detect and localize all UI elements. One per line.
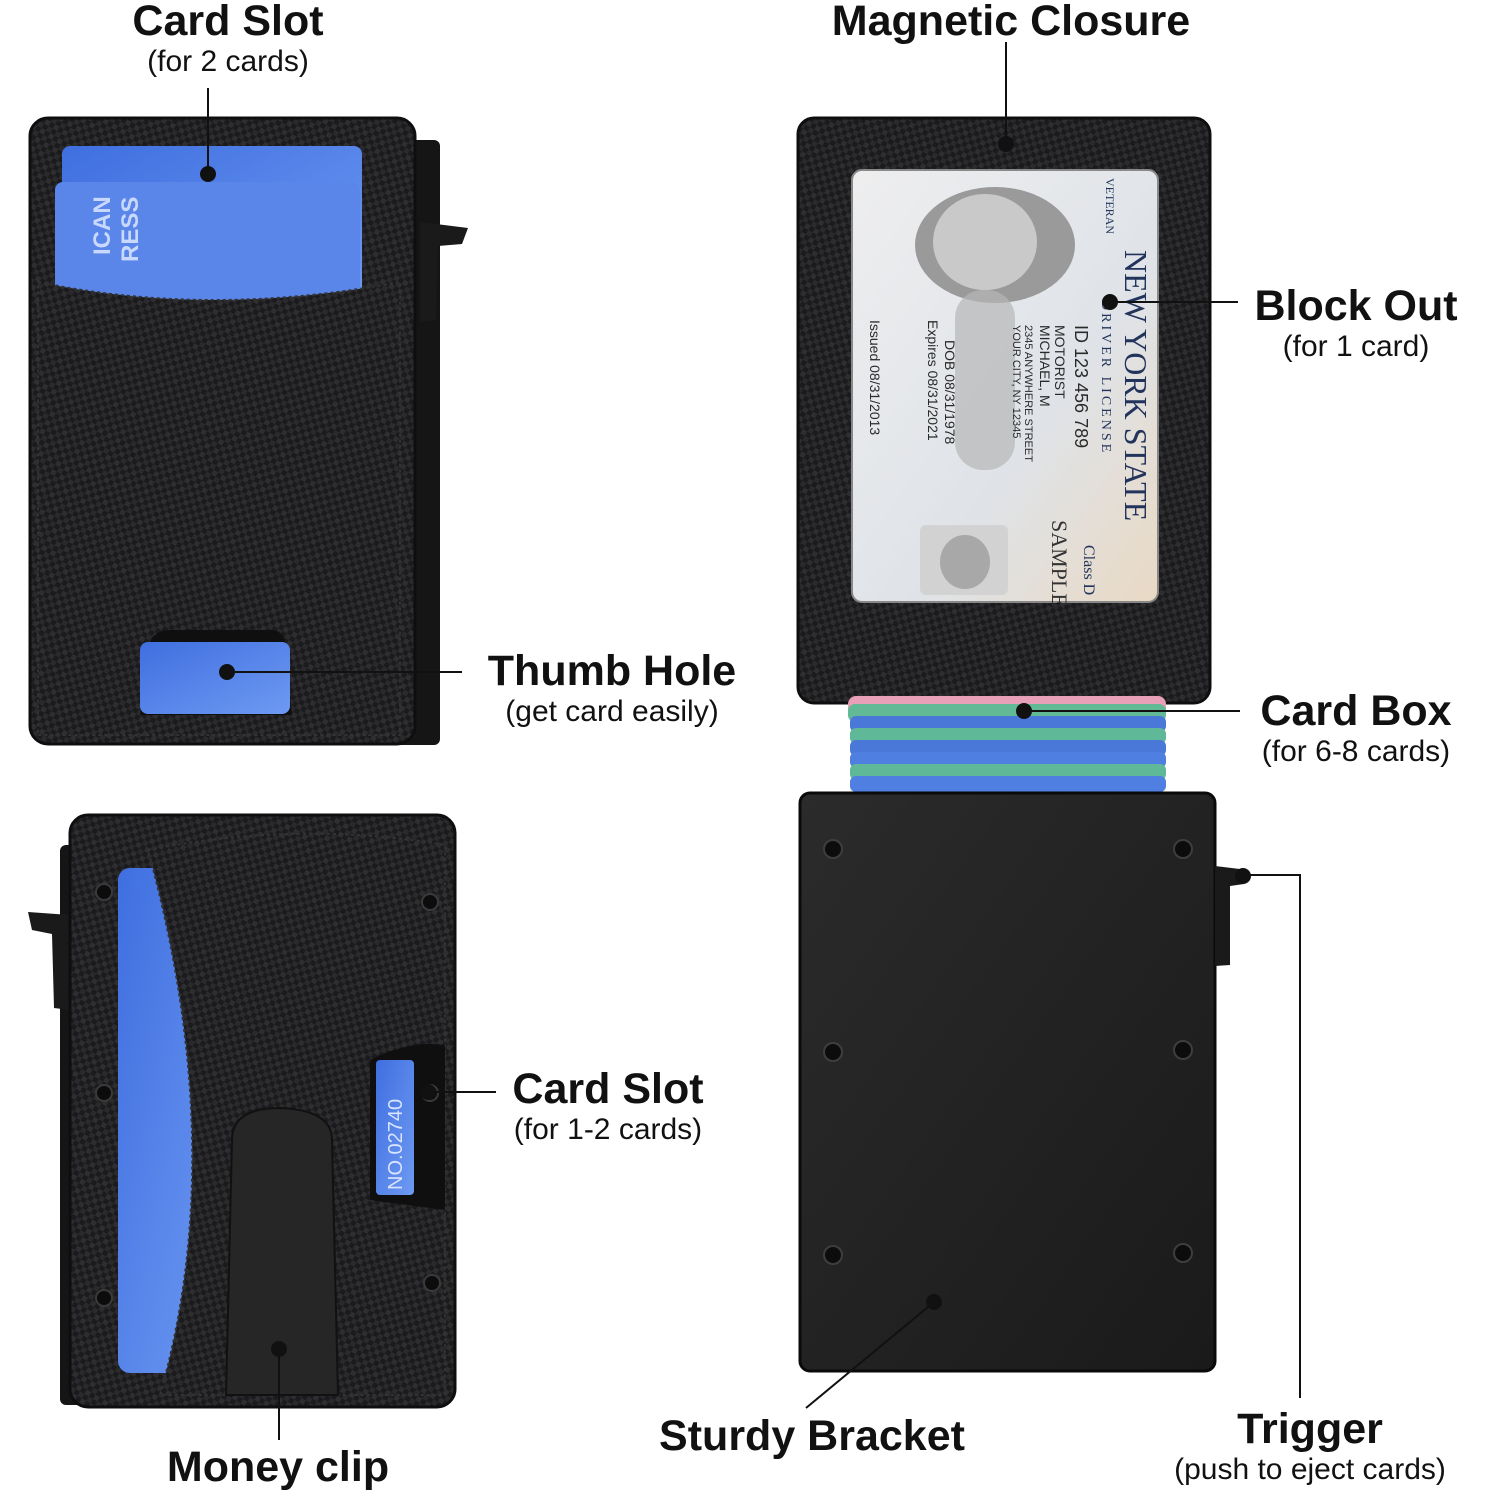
id-type-text: DRIVER LICENSE xyxy=(1098,300,1113,455)
id-expires-text: Expires 08/31/2021 xyxy=(925,320,941,441)
money-clip-title: Money clip xyxy=(166,1443,390,1491)
trigger-subtitle: (push to eject cards) xyxy=(1174,1453,1446,1486)
trigger-label: Trigger (push to eject cards) xyxy=(1140,1408,1480,1485)
svg-text:RESS: RESS xyxy=(117,197,144,262)
trigger-title: Trigger xyxy=(1237,1405,1383,1453)
block-out-label: Block Out (for 1 card) xyxy=(1226,285,1486,362)
card-box-title: Card Box xyxy=(1260,687,1452,735)
id-address1-text: 2345 ANYWHERE STREET xyxy=(1022,325,1034,462)
id-veteran-text: VETERAN xyxy=(1103,178,1117,234)
card-slot-top-title: Card Slot xyxy=(132,0,324,45)
id-number-text: ID 123 456 789 xyxy=(1071,325,1091,448)
id-address2-text: YOUR CITY, NY 12345 xyxy=(1010,325,1022,438)
svg-text:ICAN: ICAN xyxy=(89,196,116,255)
card-number-text: NO.02740 xyxy=(385,1099,407,1190)
sturdy-bracket-label: Sturdy Bracket xyxy=(622,1415,1002,1458)
id-dob-text: DOB 08/31/1978 xyxy=(942,340,958,445)
money-clip-label: Money clip xyxy=(128,1446,428,1489)
card-slot-back-subtitle: (for 1-2 cards) xyxy=(513,1113,703,1146)
block-out-subtitle: (for 1 card) xyxy=(1282,330,1430,363)
card-slot-back-title: Card Slot xyxy=(512,1065,704,1113)
block-out-title: Block Out xyxy=(1254,282,1458,330)
card-box-label: Card Box (for 6-8 cards) xyxy=(1226,690,1486,767)
sturdy-bracket-title: Sturdy Bracket xyxy=(659,1412,965,1460)
card-slot-back-label: Card Slot (for 1-2 cards) xyxy=(458,1068,758,1145)
wallet-front: ICAN RESS xyxy=(28,116,468,746)
leader-lines xyxy=(200,42,1301,1440)
id-issued-text: Issued 08/31/2013 xyxy=(867,320,883,435)
id-class-text: Class D xyxy=(1080,545,1097,595)
card-slot-top-subtitle: (for 2 cards) xyxy=(147,45,309,78)
thumb-hole-title: Thumb Hole xyxy=(487,647,737,695)
id-state-text: NEW YORK STATE xyxy=(1118,250,1154,521)
card-slot-top-label: Card Slot (for 2 cards) xyxy=(78,0,378,77)
wallet-back: NO.02740 xyxy=(28,813,457,1409)
card-box-subtitle: (for 6-8 cards) xyxy=(1261,735,1451,768)
thumb-hole-subtitle: (get card easily) xyxy=(505,695,719,728)
id-lastname-text: MOTORIST xyxy=(1052,325,1068,399)
magnetic-closure-title: Magnetic Closure xyxy=(831,0,1191,45)
id-sample-text: SAMPLE xyxy=(1047,520,1072,607)
magnetic-closure-label: Magnetic Closure xyxy=(786,0,1236,43)
wallet-open: NEW YORK STATE DRIVER LICENSE VETERAN Cl… xyxy=(796,116,1248,1373)
id-firstname-text: MICHAEL, M xyxy=(1037,325,1053,407)
thumb-hole-label: Thumb Hole (get card easily) xyxy=(462,650,762,727)
